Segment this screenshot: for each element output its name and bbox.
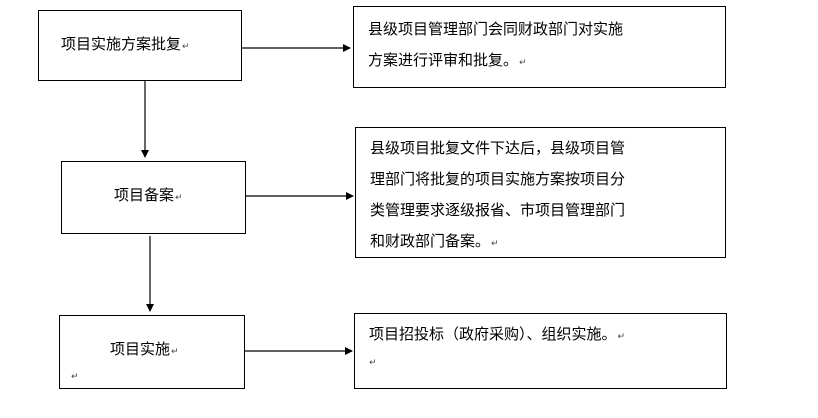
paragraph-mark-icon: ↵ [369,358,377,368]
paragraph-mark-icon: ↵ [617,332,626,342]
paragraph-mark-icon: ↵ [71,372,79,382]
step-box-filing: 项目备案↵ [61,161,246,234]
paragraph-mark-icon: ↵ [171,347,179,357]
paragraph-mark-icon: ↵ [491,239,499,249]
step-box-implementation: 项目实施↵ ↵ [59,315,245,389]
note-box-implementation: 项目招投标（政府采购）、组织实施。↵ ↵ [354,313,727,389]
note-text-filing: 县级项目批复文件下达后，县级项目管 理部门将批复的项目实施方案按项目分 类管理要… [370,139,626,250]
note-box-filing: 县级项目批复文件下达后，县级项目管 理部门将批复的项目实施方案按项目分 类管理要… [355,127,726,258]
step-label-implementation: 项目实施 [110,340,171,358]
step-box-approval: 项目实施方案批复↵ [38,10,242,81]
step-label-filing: 项目备案 [114,186,175,204]
paragraph-mark-icon: ↵ [519,58,527,68]
note-box-approval: 县级项目管理部门会同财政部门对实施 方案进行评审和批复。↵ [353,6,726,88]
paragraph-mark-icon: ↵ [175,193,183,203]
note-text-approval: 县级项目管理部门会同财政部门对实施 方案进行评审和批复。 [368,20,624,69]
step-label-approval: 项目实施方案批复 [61,35,182,53]
note-text-implementation: 项目招投标（政府采购）、组织实施。 [369,325,617,343]
paragraph-mark-icon: ↵ [182,42,190,52]
